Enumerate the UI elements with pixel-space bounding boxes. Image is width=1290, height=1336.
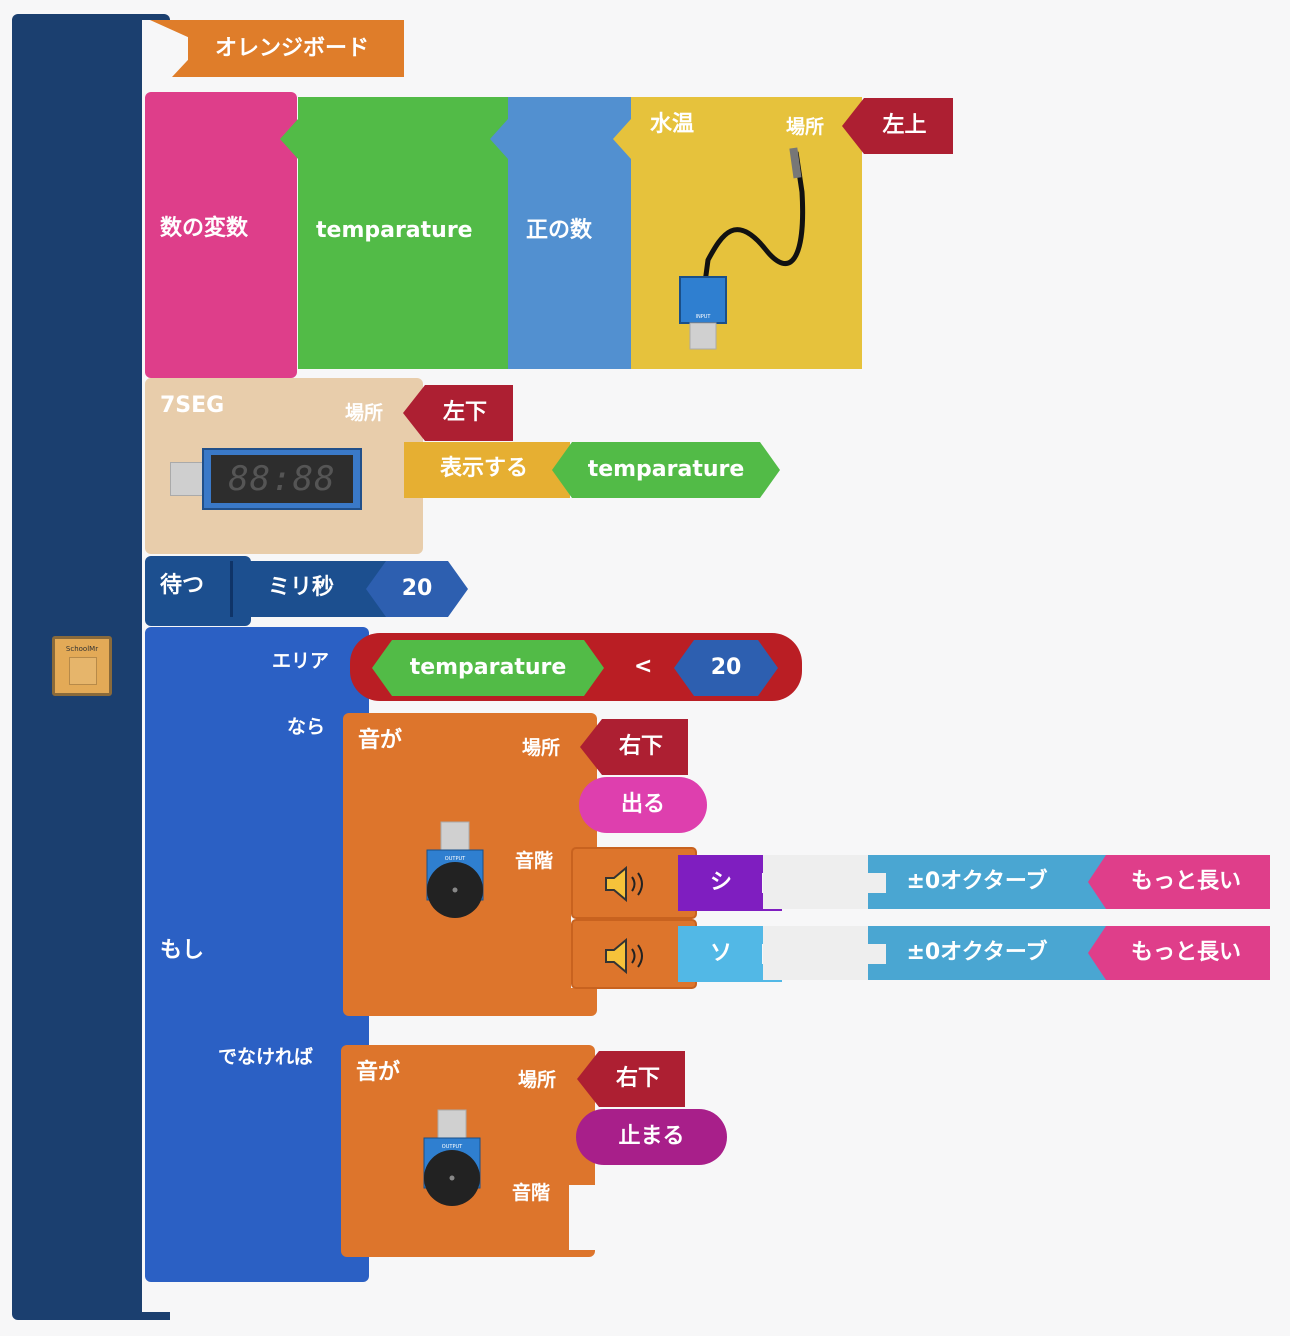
sound-then-action-label: 出る — [620, 792, 665, 817]
wait-value-input[interactable]: 20 — [366, 561, 468, 617]
sound-then-label: 音が — [358, 728, 403, 753]
board-chip-center — [69, 657, 97, 685]
if-block[interactable] — [145, 627, 369, 1282]
wait-value: 20 — [401, 576, 433, 601]
seven-seg-digits: 88:88 — [228, 459, 336, 499]
number-type-label: 正の数 — [526, 218, 593, 243]
note-value-1: シ — [709, 870, 732, 895]
sensor-place-value: 左上 — [882, 113, 927, 138]
board-chip-label: SchoolMr — [65, 645, 99, 653]
condition-operator[interactable]: < — [634, 654, 653, 679]
show-value: temparature — [587, 457, 745, 482]
show-block[interactable] — [404, 442, 570, 498]
sound-then-place-value: 右下 — [618, 734, 663, 759]
if-then-label: なら — [287, 716, 326, 738]
number-type-slot[interactable] — [490, 97, 632, 369]
board-rail-foot — [142, 1312, 170, 1320]
sensor-label: 水温 — [650, 112, 695, 137]
buzzer-icon: OUTPUT — [426, 821, 484, 918]
sound-else-place-value: 右下 — [615, 1066, 660, 1091]
variable-block[interactable] — [145, 92, 297, 378]
sensor-place-label: 場所 — [786, 116, 825, 138]
sensor-place-dropdown[interactable]: 左上 — [842, 98, 953, 154]
seven-seg-display-icon — [170, 462, 204, 496]
buzzer-else-icon: OUTPUT — [423, 1109, 481, 1206]
if-label: もし — [160, 938, 205, 963]
length-value-2: もっと長い — [1130, 940, 1241, 965]
seven-seg-place-dropdown[interactable]: 左下 — [403, 385, 513, 441]
octave-select-2[interactable]: ±0オクターブ — [868, 926, 1106, 980]
wait-unit: ミリ秒 — [268, 575, 335, 600]
octave-select-1[interactable]: ±0オクターブ — [868, 855, 1106, 909]
sound-else-place-dropdown[interactable]: 右下 — [577, 1051, 685, 1107]
wait-unit-slot[interactable] — [230, 561, 390, 617]
variable-name-slot[interactable] — [280, 97, 510, 369]
note-speaker-icon-2 — [600, 936, 652, 976]
condition-variable-slot[interactable]: temparature — [372, 640, 604, 696]
octave-value-1: ±0オクターブ — [906, 869, 1048, 894]
condition-value: 20 — [710, 655, 742, 680]
sound-else-action[interactable]: 止まる — [576, 1109, 727, 1165]
note-value-2: ソ — [709, 941, 732, 966]
note-gap-2 — [763, 926, 888, 980]
condition-variable: temparature — [409, 655, 567, 680]
buzzer-else-port-label: OUTPUT — [442, 1144, 463, 1150]
show-label: 表示する — [440, 456, 529, 481]
seven-seg-place-label: 場所 — [345, 402, 384, 424]
buzzer-port-label: OUTPUT — [445, 856, 466, 862]
variable-block-label: 数の変数 — [160, 216, 249, 241]
variable-name: temparature — [316, 218, 473, 243]
octave-value-2: ±0オクターブ — [906, 940, 1048, 965]
condition-value-input[interactable]: 20 — [674, 640, 778, 696]
sound-else-action-label: 止まる — [618, 1124, 685, 1149]
board-label-tag[interactable]: オレンジボード — [150, 20, 404, 77]
sound-then-place-dropdown[interactable]: 右下 — [580, 719, 688, 775]
note-speaker-icon-1 — [600, 864, 652, 904]
board-chip-icon[interactable]: SchoolMr — [52, 636, 112, 696]
seven-seg-place-value: 左下 — [442, 400, 487, 425]
show-value-slot[interactable]: temparature — [552, 442, 780, 498]
sound-then-action[interactable]: 出る — [579, 777, 707, 833]
seven-seg-label: 7SEG — [160, 393, 225, 418]
water-temp-probe-icon: INPUT — [679, 147, 806, 350]
sound-then-scale-label: 音階 — [515, 850, 554, 872]
if-area-label: エリア — [272, 650, 330, 672]
length-select-1[interactable]: もっと長い — [1088, 855, 1270, 909]
sound-else-label: 音が — [356, 1060, 401, 1085]
sensor-port-label: INPUT — [696, 314, 712, 320]
sound-else-place-label: 場所 — [518, 1069, 557, 1091]
note-gap-1 — [763, 855, 888, 909]
wait-label: 待つ — [160, 573, 205, 598]
water-temp-sensor-block[interactable] — [613, 97, 862, 369]
if-else-label: でなければ — [218, 1046, 314, 1068]
length-select-2[interactable]: もっと長い — [1088, 926, 1270, 980]
sound-then-place-label: 場所 — [522, 737, 561, 759]
board-label: オレンジボード — [214, 35, 369, 61]
sound-else-scale-label: 音階 — [512, 1182, 551, 1204]
length-value-1: もっと長い — [1130, 869, 1241, 894]
seven-seg-display: 88:88 — [202, 448, 362, 510]
